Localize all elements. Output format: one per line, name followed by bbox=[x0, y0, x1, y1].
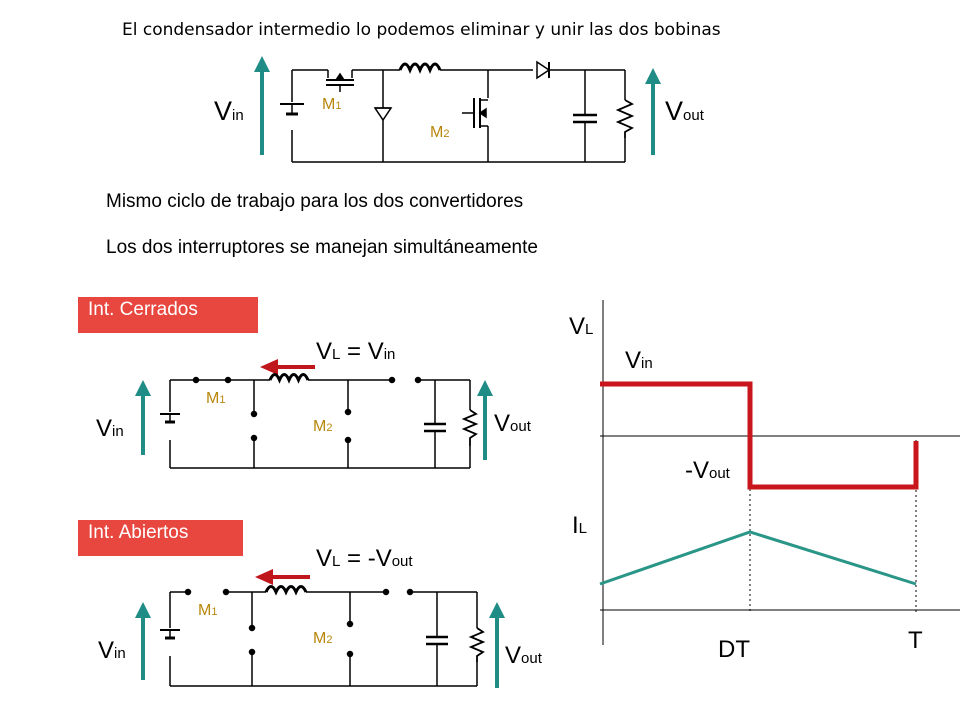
top-diode-horizontal bbox=[536, 60, 551, 80]
open-freewheel-branch bbox=[248, 592, 256, 686]
top-mosfet-m1 bbox=[318, 69, 360, 92]
closed-vin-label: Vin bbox=[96, 415, 124, 442]
closed-vout-label: Vout bbox=[494, 410, 531, 437]
top-circuit bbox=[280, 60, 635, 163]
top-vout-label: Vout bbox=[665, 96, 704, 126]
chart-vout-level-label: -Vout bbox=[685, 457, 730, 484]
closed-inductor bbox=[268, 373, 310, 384]
closed-m2-label: M2 bbox=[313, 418, 333, 435]
open-vin-arrow bbox=[135, 602, 151, 680]
top-battery bbox=[280, 103, 304, 116]
closed-resistor bbox=[461, 409, 479, 446]
closed-m1-label: M1 bbox=[206, 390, 226, 407]
closed-battery bbox=[160, 413, 180, 424]
chart-il-axis-label: IL bbox=[572, 512, 588, 539]
top-vin-label: Vin bbox=[214, 96, 244, 126]
closed-vout-arrow bbox=[477, 380, 493, 460]
top-capacitor bbox=[573, 70, 597, 162]
top-mosfet-m2 bbox=[462, 70, 489, 162]
top-diode-vertical bbox=[373, 70, 393, 162]
open-m2-label: M2 bbox=[313, 630, 333, 647]
chart-vin-level-label: Vin bbox=[625, 347, 653, 374]
closed-vin-arrow bbox=[135, 380, 151, 455]
vl-waveform bbox=[600, 381, 919, 490]
open-vl-equation: VL = -Vout bbox=[316, 545, 413, 572]
top-m1-label: M1 bbox=[322, 96, 342, 113]
closed-vl-equation: VL = Vin bbox=[316, 338, 396, 365]
note-simultaneous: Los dos interruptores se manejan simultá… bbox=[106, 237, 538, 258]
closed-freewheel-branch bbox=[250, 380, 258, 468]
open-battery bbox=[160, 629, 180, 640]
slide-title: El condensador intermedio lo podemos eli… bbox=[122, 20, 721, 40]
open-circuit bbox=[160, 585, 486, 687]
closed-capacitor bbox=[424, 380, 446, 468]
open-m2-branch bbox=[346, 592, 354, 686]
note-duty-cycle: Mismo ciclo de trabajo para los dos conv… bbox=[106, 191, 524, 212]
open-vout-label: Vout bbox=[505, 642, 542, 669]
top-vin-arrow bbox=[254, 56, 270, 155]
open-capacitor bbox=[426, 592, 448, 686]
open-resistor bbox=[468, 627, 486, 662]
state-open-tag: Int. Abiertos bbox=[78, 520, 243, 556]
open-vl-arrow bbox=[255, 569, 310, 585]
open-m1-label: M1 bbox=[198, 602, 218, 619]
state-closed-tag: Int. Cerrados bbox=[78, 297, 258, 333]
top-m2-label: M2 bbox=[430, 124, 450, 141]
open-inductor bbox=[264, 585, 308, 596]
closed-circuit bbox=[160, 373, 479, 469]
open-vout-arrow bbox=[489, 602, 505, 688]
il-waveform bbox=[599, 530, 917, 586]
top-inductor bbox=[398, 62, 442, 74]
chart-dt-label: DT bbox=[718, 636, 750, 663]
closed-vl-arrow bbox=[260, 359, 315, 375]
chart-t-label: T bbox=[908, 627, 923, 654]
closed-m2-branch bbox=[344, 380, 352, 468]
open-vin-label: Vin bbox=[98, 637, 126, 664]
top-resistor bbox=[615, 99, 635, 138]
chart-vl-axis-label: VL bbox=[569, 313, 594, 340]
top-vout-arrow bbox=[645, 68, 661, 155]
